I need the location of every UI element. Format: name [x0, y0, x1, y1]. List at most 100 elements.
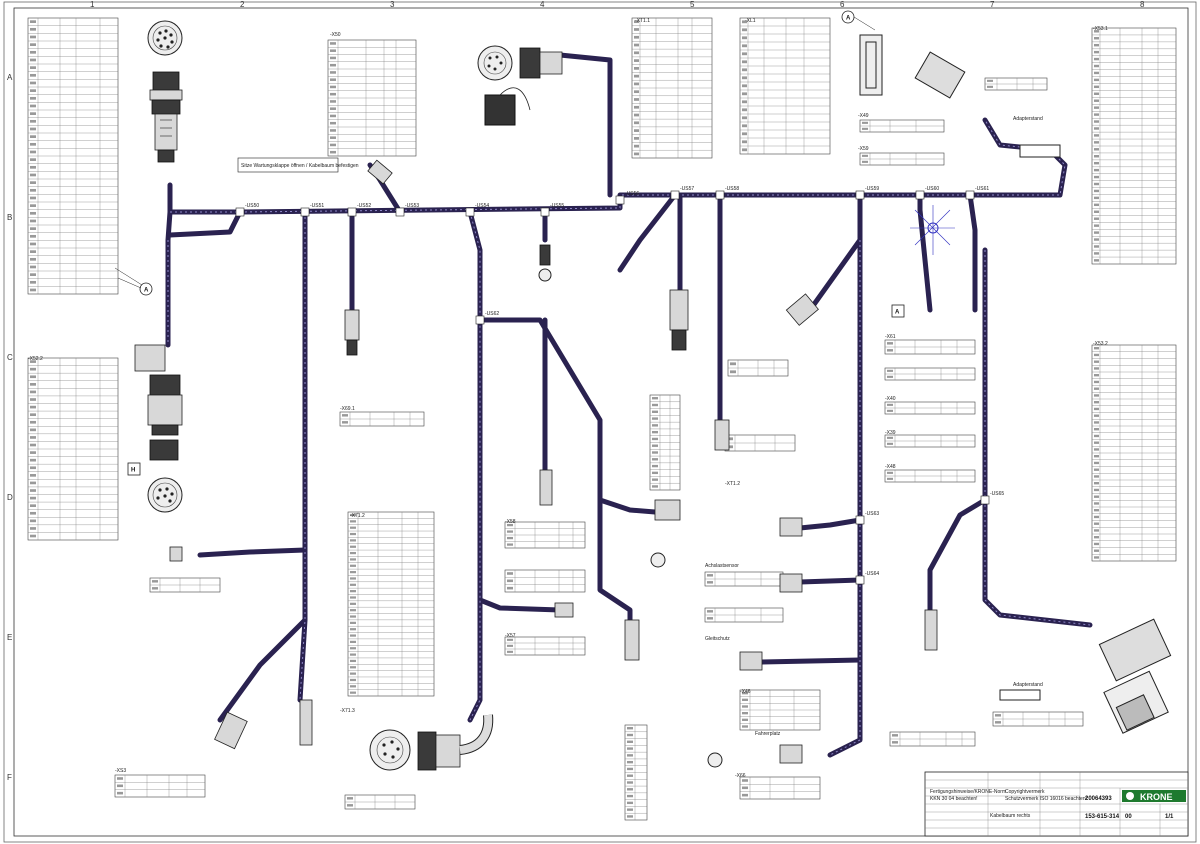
pin-number-mark	[1094, 421, 1099, 424]
pin-number-mark	[727, 445, 733, 449]
pin-number-mark	[1094, 428, 1099, 431]
pin-number-mark	[627, 760, 633, 764]
splice-label: -US65	[990, 491, 1004, 497]
pin-number-mark	[652, 478, 658, 481]
pin-number-mark	[627, 788, 633, 791]
pin-number-mark	[350, 545, 356, 548]
pin-number-mark	[742, 52, 747, 56]
pin-number-mark	[30, 211, 36, 215]
pin-number-mark	[1094, 556, 1099, 559]
pin-number-mark	[742, 60, 747, 64]
pin-number-mark	[742, 68, 747, 72]
pin-number-mark	[30, 511, 36, 515]
pin-number-mark	[350, 513, 356, 517]
grid-letter: E	[7, 633, 12, 642]
pin-number-mark	[1094, 168, 1099, 172]
pin-number-mark	[652, 424, 658, 427]
pin-number-mark	[1094, 360, 1099, 363]
pin-number-mark	[30, 428, 36, 432]
grid-letter: F	[7, 773, 12, 782]
pin-number-mark	[350, 602, 356, 605]
note-box: Sitze Wartungsklappe öffnen / Kabelbaum …	[237, 157, 359, 173]
pin-number-mark	[330, 107, 336, 110]
pin-number-mark	[507, 586, 513, 590]
pin-number-mark	[1094, 455, 1099, 458]
pin-number-mark	[30, 474, 36, 477]
pin-number-mark	[342, 421, 348, 424]
pin-number-mark	[742, 44, 747, 48]
pin-number-mark	[30, 466, 36, 470]
pin-number-mark	[1094, 252, 1099, 255]
pin-number-mark	[1094, 148, 1099, 151]
splice-marker	[235, 207, 245, 217]
pin-number-mark	[652, 410, 658, 413]
pin-number-mark	[652, 437, 658, 441]
pin-number-mark	[1094, 414, 1099, 417]
pin-number-mark	[742, 124, 747, 128]
splice-marker	[540, 207, 550, 217]
pin-number-mark	[1094, 448, 1099, 451]
pin-number-mark	[117, 784, 123, 788]
pin-number-mark	[634, 28, 639, 31]
pin-number-mark	[634, 113, 639, 117]
pin-number-mark	[742, 36, 747, 40]
pin-number-mark	[30, 73, 36, 77]
pin-number-mark	[350, 691, 356, 694]
splice-marker	[965, 190, 975, 200]
grid-number: 4	[540, 0, 545, 9]
pin-number-mark	[1094, 78, 1099, 82]
pin-number-mark	[1094, 85, 1099, 89]
splice-label: -US51	[310, 203, 324, 209]
title-sheet: 1/1	[1165, 814, 1174, 820]
pin-number-mark	[30, 496, 36, 500]
pin-number-mark	[987, 79, 993, 82]
pin-number-mark	[1094, 196, 1099, 200]
title-block: Fertigungshinweise/KRONE-Norm KKN 30 04 …	[924, 771, 1189, 837]
pin-number-mark	[507, 530, 513, 533]
pin-number-mark	[507, 644, 513, 647]
pin-number-mark	[1094, 57, 1099, 61]
pin-number-mark	[330, 114, 336, 118]
tag-label: Achslastsensor	[705, 563, 739, 569]
pin-number-mark	[347, 797, 353, 800]
pin-number-mark	[30, 443, 36, 447]
connector-label: -X57	[505, 633, 516, 639]
grid-letter: D	[7, 493, 13, 502]
pin-number-mark	[30, 150, 36, 154]
title-copyright-2: Schutzvermerk ISO 16016 beachten!	[1005, 796, 1087, 802]
harness-branch-q	[797, 577, 863, 585]
grid-number: 8	[1140, 0, 1145, 9]
pin-number-mark	[1094, 43, 1099, 47]
splice-marker	[980, 495, 990, 505]
grid-letter: A	[7, 73, 13, 82]
pin-number-mark	[330, 92, 336, 96]
pin-number-mark	[30, 519, 36, 523]
border-grid-numbers: 1 2 3 4 5 6 7 8	[90, 0, 1145, 9]
pin-number-mark	[350, 659, 356, 663]
pin-number-mark	[742, 698, 748, 701]
pin-number-mark	[30, 413, 36, 417]
pin-number-mark	[30, 280, 36, 284]
pin-number-mark	[507, 650, 513, 653]
pin-number-mark	[1094, 238, 1099, 241]
connector-label: -X66	[735, 773, 746, 779]
connector-label: -X48	[885, 464, 896, 470]
pin-number-mark	[634, 82, 639, 86]
pin-number-mark	[742, 132, 747, 136]
pin-number-mark	[330, 78, 336, 81]
pin-number-mark	[1094, 224, 1099, 227]
krone-logo: KRONE	[1122, 790, 1186, 802]
pin-number-mark	[1094, 482, 1099, 485]
connector-label: -X39	[885, 430, 896, 436]
connector-graphics	[134, 20, 1172, 771]
pin-number-mark	[330, 136, 336, 139]
grid-number: 7	[990, 0, 995, 9]
pin-number-mark	[30, 273, 36, 276]
pin-number-mark	[30, 158, 36, 161]
pin-number-mark	[30, 367, 36, 371]
round-connector-side-mid	[134, 344, 183, 461]
pin-number-mark	[350, 571, 356, 574]
pin-number-mark	[634, 74, 639, 78]
pin-number-mark	[634, 35, 639, 39]
pin-number-mark	[350, 551, 356, 555]
